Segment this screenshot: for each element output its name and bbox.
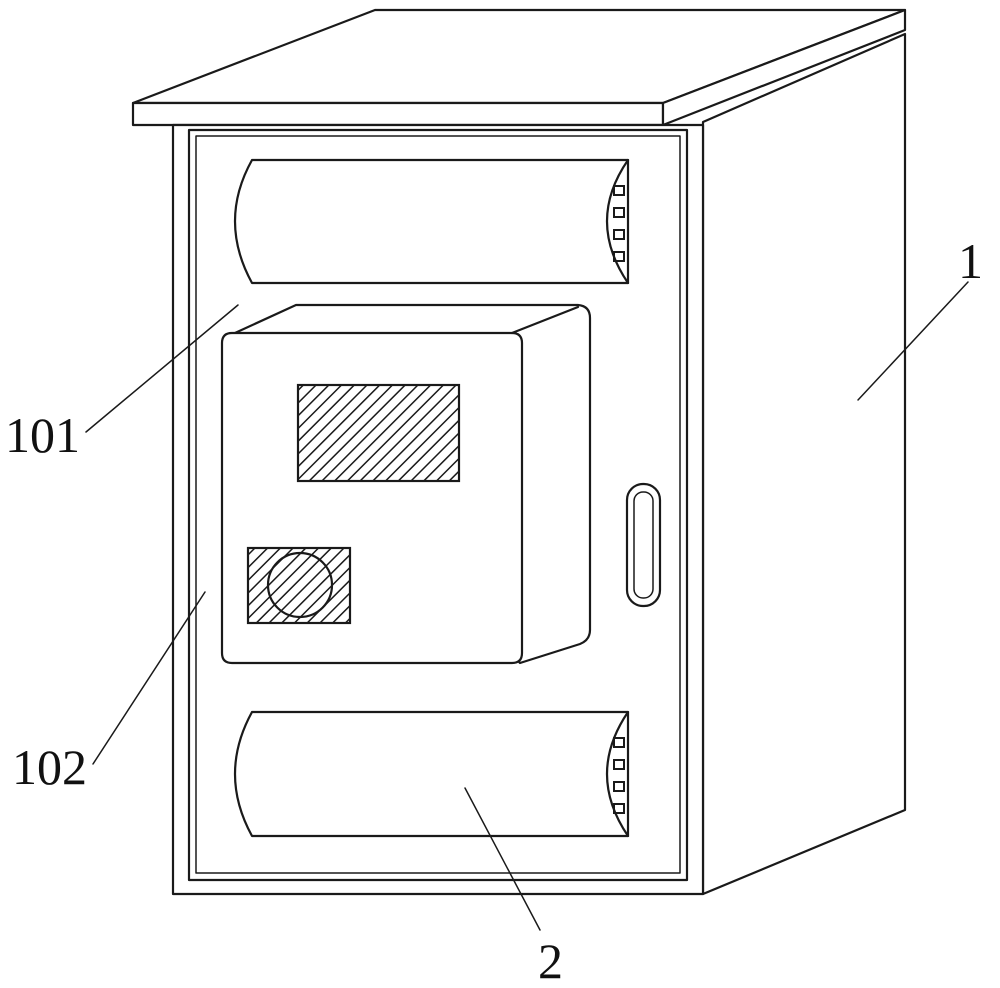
leader-line-battery [464, 787, 541, 931]
cabinet-side-panel [701, 32, 907, 896]
upper-battery [233, 158, 630, 285]
label-battery: 2 [538, 933, 563, 988]
dial-icon [266, 551, 334, 619]
roof [131, 8, 907, 127]
label-cabinet: 1 [958, 233, 983, 289]
label-top-gap: 101 [5, 407, 80, 463]
leader-line-top-gap [85, 304, 239, 433]
display-screen [296, 383, 461, 483]
door-frame-inner [195, 135, 681, 874]
control-box [220, 303, 592, 665]
indicator-panel [246, 546, 352, 625]
door-handle [625, 482, 662, 608]
door-frame-outer [187, 128, 689, 882]
leader-line-cabinet [857, 281, 969, 401]
lower-battery [233, 710, 630, 838]
label-side-gap: 102 [12, 739, 87, 795]
leader-line-side-gap [92, 591, 206, 765]
